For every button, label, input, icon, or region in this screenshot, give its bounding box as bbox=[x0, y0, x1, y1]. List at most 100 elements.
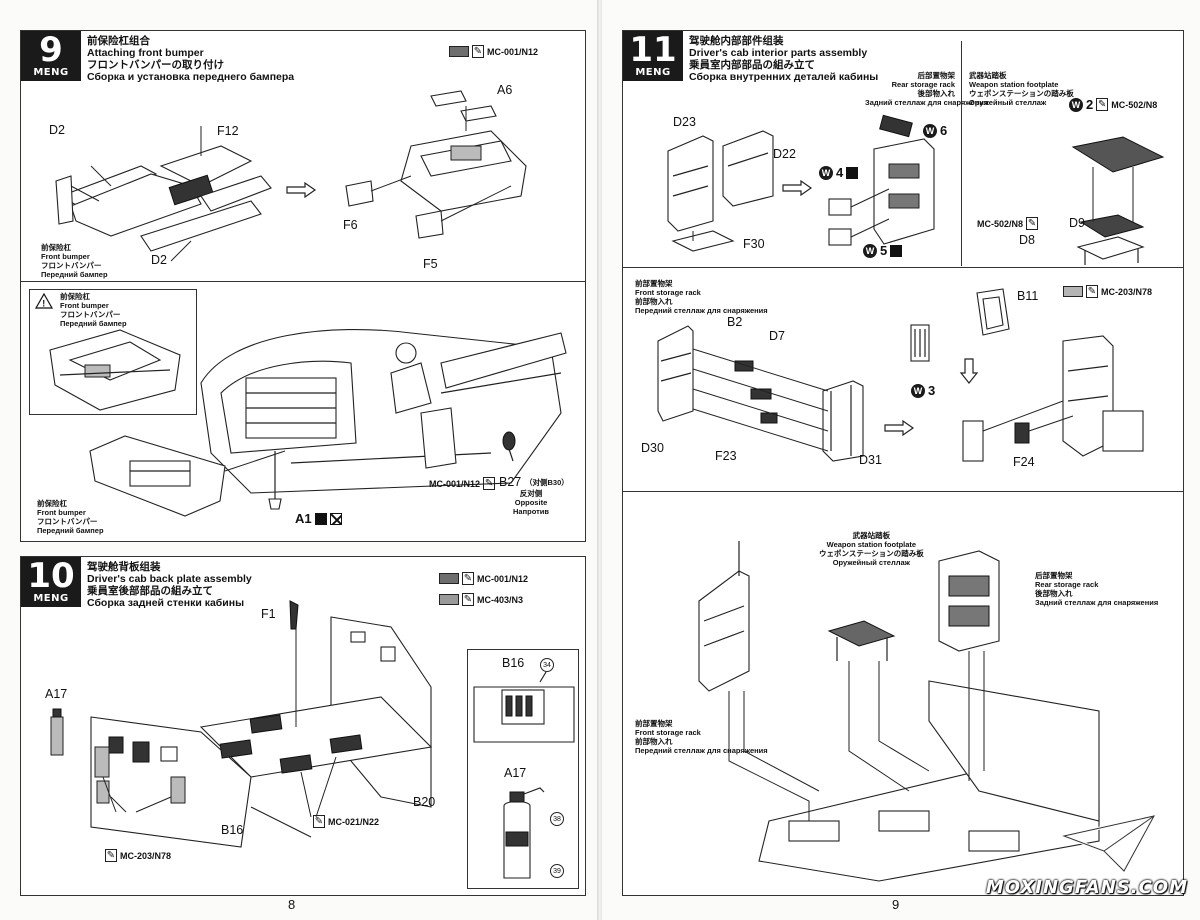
w5-badge: W 5 bbox=[863, 243, 903, 258]
detail-inset: B16 34 A17 38 39 bbox=[467, 649, 579, 889]
brush-icon: ✎ bbox=[313, 815, 325, 828]
step-11-panel: 11 MENG 驾驶舱内部部件组装 Driver's cab interior … bbox=[622, 30, 1184, 896]
brand-logo: MENG bbox=[635, 67, 671, 78]
front-bumper-caption: 前保险杠 Front bumper フロントバンパー Передний бамп… bbox=[41, 243, 108, 279]
watermark-text: MOXINGFANS.COM bbox=[985, 877, 1188, 898]
d9-paint: MC-502/N8 ✎ bbox=[977, 217, 1039, 230]
step-title: 驾驶舱内部部件组装 Driver's cab interior parts as… bbox=[689, 35, 879, 83]
part-label: A17 bbox=[504, 766, 527, 780]
title-ru: Сборка и установка переднего бампера bbox=[87, 71, 295, 83]
part-label: B16 bbox=[221, 823, 244, 837]
paint-swatch bbox=[449, 46, 469, 57]
step-10-panel: 10 MENG 驾驶舱背板组装 Driver's cab back plate … bbox=[20, 556, 586, 896]
step-11-badge: 11 MENG bbox=[623, 31, 683, 81]
paint-legend-2: ✎ MC-403/N3 bbox=[439, 593, 523, 606]
a1-label: A1 bbox=[295, 511, 342, 526]
part-label: D2 bbox=[49, 123, 65, 137]
extinguisher-closeup-diagram bbox=[503, 787, 545, 879]
brush-icon: ✎ bbox=[462, 572, 474, 585]
page-number: 9 bbox=[892, 897, 900, 912]
w6-badge: W 6 bbox=[923, 123, 947, 138]
step-title: 前保险杠组合 Attaching front bumper フロントバンパーの取… bbox=[87, 35, 294, 83]
brand-logo: MENG bbox=[33, 593, 69, 604]
front-rack-parts-diagram bbox=[657, 325, 864, 462]
brush-icon: ✎ bbox=[462, 593, 474, 606]
divider bbox=[623, 491, 1183, 493]
title-zh: 前保险杠组合 bbox=[87, 35, 150, 47]
part-label: F5 bbox=[423, 257, 438, 271]
footplate-diagram bbox=[1071, 136, 1165, 265]
divider bbox=[21, 281, 585, 283]
part-label: F24 bbox=[1013, 455, 1035, 469]
b27-paint: MC-001/N12 ✎ bbox=[429, 477, 496, 490]
arrow-icon bbox=[782, 179, 813, 197]
b11-frame-diagram bbox=[976, 288, 1010, 336]
mesh-panel-diagram bbox=[910, 324, 930, 362]
divider bbox=[623, 267, 1183, 269]
bumper-closeup-diagram bbox=[49, 329, 181, 411]
paint-code: MC-001/N12 bbox=[487, 46, 539, 57]
step-number: 10 bbox=[27, 556, 75, 596]
w-icon: W bbox=[911, 383, 925, 398]
remove-icon bbox=[846, 166, 859, 179]
part-label: B27 bbox=[499, 475, 522, 489]
final-assembly-diagram bbox=[698, 541, 1100, 882]
rear-rack-caption: 后部置物架 Rear storage rack 後部物入れ Задний сте… bbox=[865, 71, 989, 107]
divider bbox=[961, 41, 962, 266]
bumper-install-diagram bbox=[89, 435, 286, 517]
extinguisher-small-diagram bbox=[50, 708, 64, 756]
part-label: D9 bbox=[1069, 216, 1085, 230]
paint-legend-3: ✎ MC-021/N22 bbox=[313, 815, 380, 828]
step-number: 11 bbox=[629, 30, 677, 70]
f1-part-diagram bbox=[289, 600, 299, 630]
rear-rack-parts-diagram bbox=[667, 130, 774, 252]
opposite-caption: 反对侧 Opposite Напротив bbox=[513, 489, 549, 516]
step-10-badge: 10 MENG bbox=[21, 557, 81, 607]
brush-icon: ✎ bbox=[1096, 98, 1109, 111]
b27-note: （对侧B30） bbox=[525, 478, 569, 487]
page-gutter bbox=[597, 0, 603, 920]
paint-swatch bbox=[1063, 286, 1083, 297]
title-en: Attaching front bumper bbox=[87, 47, 204, 59]
w-icon: W bbox=[1069, 97, 1083, 112]
step-9-badge: 9 MENG bbox=[21, 31, 81, 81]
part-label: B16 bbox=[502, 656, 525, 670]
bumper-bottom-caption: 前保险杠 Front bumper フロントバンパー Передний бамп… bbox=[37, 499, 104, 535]
arrow-icon bbox=[884, 419, 915, 437]
rear-rack-assembled-diagram bbox=[828, 114, 935, 246]
w4-badge: W 4 bbox=[819, 165, 859, 180]
part-label: F6 bbox=[343, 218, 358, 232]
brush-icon: ✎ bbox=[1086, 285, 1098, 298]
part-label: F23 bbox=[715, 449, 737, 463]
bumper-assembled-diagram bbox=[345, 90, 527, 239]
title-jp: フロントバンパーの取り付け bbox=[87, 59, 225, 71]
brand-logo: MENG bbox=[33, 67, 69, 78]
decal-number: 38 bbox=[550, 812, 564, 826]
brush-icon: ✎ bbox=[1026, 217, 1039, 230]
w-icon: W bbox=[863, 243, 877, 258]
brush-icon: ✎ bbox=[483, 477, 496, 490]
front-rack-paint: ✎ MC-203/N78 bbox=[1063, 285, 1152, 298]
w-icon: W bbox=[819, 165, 833, 180]
paint-legend: ✎ MC-001/N12 bbox=[449, 45, 538, 58]
brush-icon: ✎ bbox=[105, 849, 117, 862]
part-label: A6 bbox=[497, 83, 513, 97]
brush-icon: ✎ bbox=[472, 45, 484, 58]
left-page: 9 MENG 前保险杠组合 Attaching front bumper フロン… bbox=[0, 0, 598, 920]
part-label: D30 bbox=[641, 441, 664, 455]
down-arrow-icon bbox=[959, 358, 979, 384]
part-label: D31 bbox=[859, 453, 882, 467]
svg-text:!: ! bbox=[42, 299, 45, 309]
cement-icon bbox=[314, 512, 327, 525]
page-number: 8 bbox=[288, 897, 296, 912]
part-label: B11 bbox=[1017, 289, 1039, 303]
front-rack-caption: 前部置物架 Front storage rack 前部物入れ Передний … bbox=[635, 279, 768, 315]
part-label: D2 bbox=[151, 253, 167, 267]
no-glue-icon bbox=[329, 512, 342, 525]
part-label: F12 bbox=[217, 124, 239, 138]
front-rack-assembled-diagram bbox=[962, 335, 1144, 462]
part-label: B2 bbox=[727, 315, 743, 329]
part-label: F30 bbox=[743, 237, 765, 251]
watermark-logo-icon bbox=[1058, 813, 1157, 874]
warning-icon: ! bbox=[34, 292, 54, 309]
